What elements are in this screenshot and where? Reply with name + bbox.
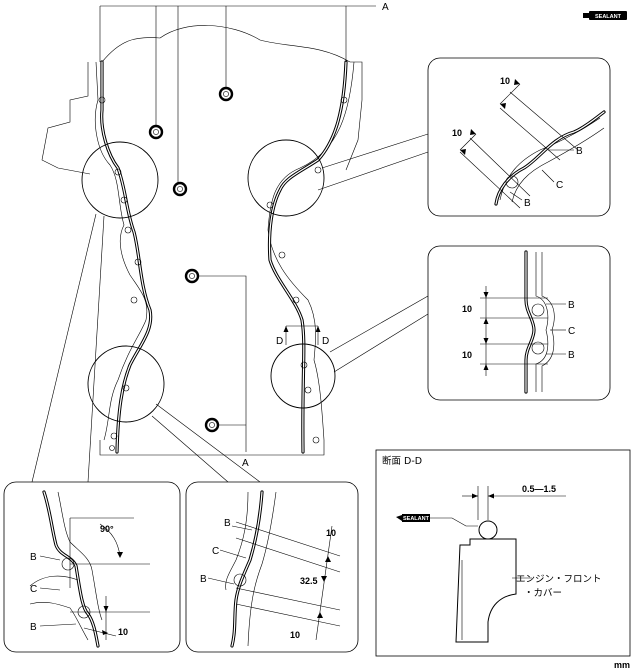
detail-bm-dim-10a: 10	[326, 528, 336, 538]
detail-bl-label-c: C	[30, 584, 37, 595]
detail-tr-dim-10a: 10	[452, 128, 462, 138]
detail-bl-dim-90: 90°	[100, 524, 114, 534]
detail-mr-label-b1: B	[568, 300, 575, 311]
right-sealant-bead	[267, 60, 348, 454]
label-d-right: D	[322, 336, 329, 347]
label-a-bottom-leaders: A	[198, 275, 249, 469]
detail-tr-dim-10b: 10	[500, 76, 510, 86]
detail-tr-label-b1: B	[576, 146, 583, 157]
detail-tr-label-c: C	[556, 180, 563, 191]
detail-bm-dim-32-5: 32.5	[300, 576, 318, 586]
section-sealant-label: SEALANT	[403, 516, 430, 522]
section-d-markers: D D	[276, 325, 329, 347]
detail-mr-dim-10b: 10	[462, 350, 472, 360]
sealant-badge-text: SEALANT	[595, 14, 622, 20]
detail-bl-label-b1: B	[30, 552, 37, 563]
section-d-d-title: 断面 D-D	[382, 455, 422, 467]
detail-bm-dim-10b: 10	[290, 630, 300, 640]
sealant-badge-icon: SEALANT	[583, 11, 627, 20]
detail-bm-label-b2: B	[200, 574, 207, 585]
magnifier-circles	[81, 139, 336, 423]
detail-bottom-left: 90° 10 B C B	[3, 481, 181, 653]
left-sealant-bead	[100, 60, 153, 454]
front-cover-outline	[41, 25, 363, 456]
section-sealant-tube-icon: SEALANT	[396, 514, 478, 527]
detail-top-right: 10 10 B C B	[427, 57, 611, 217]
detail-bl-label-b2: B	[30, 622, 37, 633]
detail-bottom-middle: 10 32.5 10 B C B	[185, 481, 359, 653]
flange-bolt-holes	[98, 96, 348, 451]
section-part-line1: エンジン・フロント	[516, 574, 602, 585]
detail-bl-dim-10: 10	[118, 627, 128, 637]
detail-tr-label-b2: B	[524, 198, 531, 209]
label-d-left: D	[276, 336, 283, 347]
unit-label: mm	[614, 660, 630, 670]
label-a-top-leaders: A	[99, 2, 389, 183]
section-part-line2: ・カバー	[524, 588, 562, 599]
label-a-bottom: A	[242, 458, 249, 469]
detail-mr-dim-10a: 10	[462, 304, 472, 314]
section-dim-gap: 0.5—1.5	[522, 484, 556, 494]
detail-bm-label-b1: B	[224, 518, 231, 529]
label-a-top: A	[382, 2, 389, 13]
detail-mr-label-b2: B	[568, 350, 575, 361]
magnifier-callout-lines	[31, 133, 429, 483]
detail-mr-label-c: C	[568, 326, 575, 337]
cover-bolts	[148, 86, 234, 433]
detail-bm-label-c: C	[212, 546, 219, 557]
detail-middle-right: 10 10 B C B	[427, 245, 611, 401]
section-d-d-panel: 断面 D-D SEALANT 0.5—1.5 エンジン・フロント ・カバー	[375, 449, 631, 657]
